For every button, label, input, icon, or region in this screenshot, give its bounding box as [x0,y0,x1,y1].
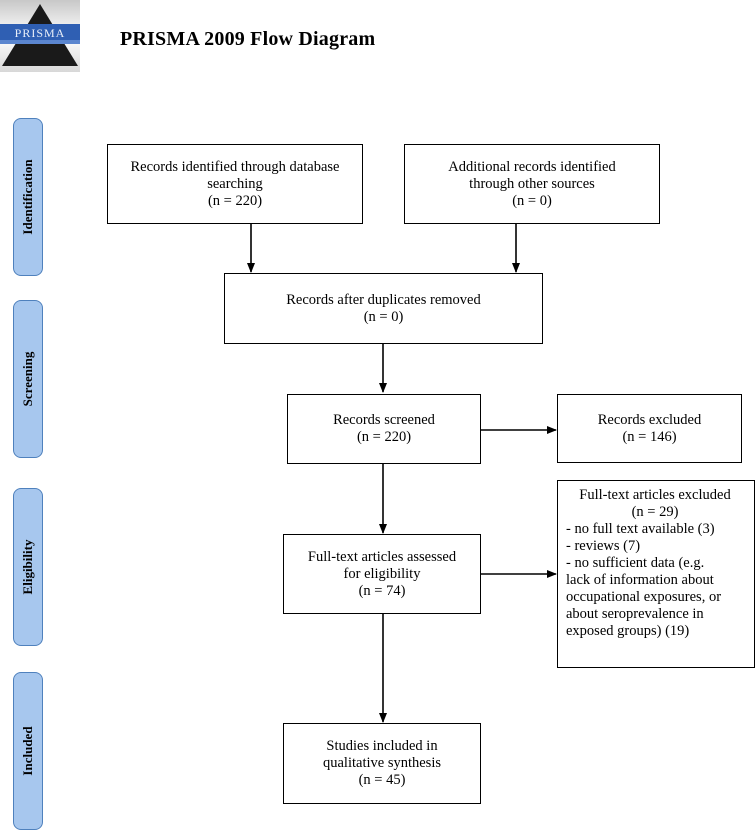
prisma-logo-graphic: PRISMA [0,4,80,66]
box-duplicates-line2: (n = 0) [363,308,404,325]
box-included-line2: qualitative synthesis [323,755,441,771]
box-records-excluded: Records excluded (n = 146) [557,394,742,463]
box-fulltext-excluded-line3: - no full text available (3) [566,521,715,537]
stage-identification: Identification [13,118,43,276]
box-fulltext-excluded-line8: about seroprevalence in [566,606,704,622]
box-excluded-line2: (n = 146) [622,428,677,445]
box-fulltext-excluded-line5: - no sufficient data (e.g. [566,555,705,571]
stage-screening: Screening [13,300,43,458]
box-screened-line1: Records screened [333,412,435,428]
box-studies-included: Studies included in qualitative synthesi… [283,723,481,804]
box-full-text-assessed: Full-text articles assessed for eligibil… [283,534,481,614]
box-other-line1: Additional records identified [448,158,616,175]
box-duplicates-line1: Records after duplicates removed [286,291,481,308]
box-excluded-line1: Records excluded [597,411,702,428]
prisma-logo: PRISMA [0,0,80,72]
stage-eligibility: Eligibility [13,488,43,646]
box-records-identified-database: Records identified through database sear… [107,144,363,224]
stage-included: Included [13,672,43,830]
box-records-after-duplicates: Records after duplicates removed (n = 0) [224,273,543,344]
box-full-text-excluded: Full-text articles excluded (n = 29) - n… [557,480,755,668]
box-screened-line2: (n = 220) [356,429,412,445]
box-database-line3: (n = 220) [207,192,263,209]
box-fulltext-excluded-line2: (n = 29) [631,504,679,520]
box-assessed-line2: for eligibility [343,565,421,582]
box-database-line2: searching [207,175,263,192]
box-database-line1: Records identified through database [130,158,340,175]
logo-text: PRISMA [15,26,66,40]
box-records-screened: Records screened (n = 220) [287,394,481,464]
box-other-line2: through other sources [469,175,595,192]
box-fulltext-excluded-line4: - reviews (7) [566,538,641,554]
box-assessed-line1: Full-text articles assessed [307,548,457,565]
box-fulltext-excluded-line1: Full-text articles excluded [579,487,731,503]
box-included-line1: Studies included in [326,738,438,754]
page-title: PRISMA 2009 Flow Diagram [120,28,376,50]
box-included-line3: (n = 45) [358,772,406,788]
box-assessed-line3: (n = 74) [358,582,406,599]
box-fulltext-excluded-line7: occupational exposures, or [566,589,722,605]
box-fulltext-excluded-line6: lack of information about [566,572,714,588]
box-fulltext-excluded-line9: exposed groups) (19) [566,623,690,639]
box-other-line3: (n = 0) [512,192,552,209]
box-additional-records: Additional records identified through ot… [404,144,660,224]
